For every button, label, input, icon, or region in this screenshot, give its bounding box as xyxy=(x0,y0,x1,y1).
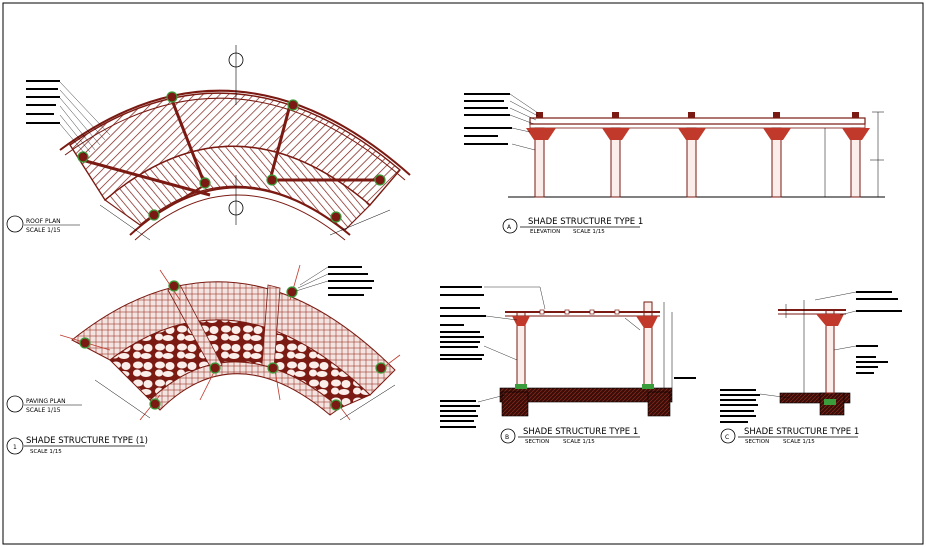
section-b-bubble-label: B xyxy=(505,434,509,441)
column-marker xyxy=(149,398,161,410)
elevation-bubble-label: A xyxy=(507,224,512,231)
top-beam xyxy=(529,117,866,125)
section-b-dimensions xyxy=(624,302,673,388)
section-b-column xyxy=(643,301,653,389)
main-title-scale: SCALE 1/15 xyxy=(30,449,62,455)
roof-inner-arc-2 xyxy=(134,194,346,241)
column-marker xyxy=(266,174,278,186)
roof-dimensions xyxy=(99,204,391,241)
paving-plan: PAVING PLAN SCALE 1/15 1 SHADE STRUCTURE… xyxy=(6,264,401,455)
elevation-title: SHADE STRUCTURE TYPE 1 xyxy=(528,217,643,227)
section-b-scale: SCALE 1/15 xyxy=(563,439,595,445)
paving-columns xyxy=(79,280,387,411)
column-marker xyxy=(267,362,279,374)
roof-beam xyxy=(268,104,292,181)
section-b-base xyxy=(642,384,654,389)
section-b-leaders xyxy=(477,286,546,403)
section-b-slab xyxy=(499,387,673,403)
section-c-dimensions xyxy=(785,300,805,393)
elevation-bubble xyxy=(502,218,518,234)
main-title-bubble xyxy=(6,437,24,455)
paving-dimensions xyxy=(94,379,396,421)
column-marker xyxy=(199,177,211,189)
section-b-label: SECTION xyxy=(525,439,549,445)
section-b-footing xyxy=(647,391,671,417)
elevation-label: ELEVATION xyxy=(530,229,560,235)
section-b-base xyxy=(515,384,527,389)
elevation-note-bars xyxy=(464,93,512,145)
column-marker xyxy=(330,211,342,223)
elevation-a: A SHADE STRUCTURE TYPE 1 ELEVATION SCALE… xyxy=(464,93,885,235)
section-b-title: SHADE STRUCTURE TYPE 1 xyxy=(523,427,638,437)
roof-outer-arc-2 xyxy=(64,97,406,181)
paving-note-bars xyxy=(328,266,374,296)
column-marker xyxy=(148,209,160,221)
section-c-label: SECTION xyxy=(745,439,769,445)
column-marker xyxy=(330,399,342,411)
roof-note-bars xyxy=(26,80,60,124)
roof-plan-title: ROOF PLAN xyxy=(26,218,61,225)
column-marker xyxy=(374,174,386,186)
column-marker xyxy=(77,151,89,163)
column-marker xyxy=(166,91,178,103)
section-c-bubble-label: C xyxy=(725,434,729,441)
section-c-scale: SCALE 1/15 xyxy=(783,439,815,445)
paving-leaders xyxy=(295,266,329,292)
roof-beam xyxy=(154,184,206,216)
section-b-bracket xyxy=(636,316,658,328)
section-b-bubble xyxy=(500,428,516,444)
roof-columns xyxy=(77,91,386,223)
section-c-title: SHADE STRUCTURE TYPE 1 xyxy=(744,427,859,437)
column-caps xyxy=(536,112,859,118)
paving-plan-bubble xyxy=(6,395,24,413)
section-c-leaders xyxy=(759,291,857,399)
section-c: C SHADE STRUCTURE TYPE 1 SECTION SCALE 1… xyxy=(720,291,902,445)
column-marker xyxy=(209,362,221,374)
column-marker xyxy=(286,286,298,298)
roof-beam xyxy=(81,158,211,197)
section-c-bubble xyxy=(720,428,736,444)
main-title: SHADE STRUCTURE TYPE (1) xyxy=(26,436,148,446)
roof-outer-arc xyxy=(59,89,411,176)
section-b-rafters xyxy=(539,309,620,315)
roof-plan: ROOF PLAN SCALE 1/15 xyxy=(6,45,411,241)
roof-beam xyxy=(168,94,207,186)
roof-notes xyxy=(59,81,111,156)
paving-inner-band xyxy=(149,361,341,416)
elevation-brackets xyxy=(526,128,870,140)
roof-plan-bubble xyxy=(6,215,24,233)
section-c-bracket xyxy=(816,314,844,326)
paving-plan-title: PAVING PLAN xyxy=(26,398,66,405)
section-b-note-bars xyxy=(440,286,696,428)
section-b-bracket xyxy=(512,316,530,326)
section-c-slab xyxy=(779,392,851,404)
section-c-base xyxy=(824,399,836,405)
section-b: B SHADE STRUCTURE TYPE 1 SECTION SCALE 1… xyxy=(440,286,696,445)
paving-plan-scale: SCALE 1/15 xyxy=(26,407,61,414)
main-title-bubble-label: 1 xyxy=(13,444,17,451)
elevation-leaders xyxy=(509,93,539,151)
elevation-dimensions xyxy=(824,111,884,197)
column-marker xyxy=(287,99,299,111)
column-marker xyxy=(79,337,91,349)
column-marker xyxy=(375,362,387,374)
section-c-note-bars xyxy=(720,291,902,423)
column-marker xyxy=(168,280,180,292)
section-b-footing xyxy=(501,391,529,417)
roof-plan-scale: SCALE 1/15 xyxy=(26,227,61,234)
elevation-scale: SCALE 1/15 xyxy=(573,229,605,235)
